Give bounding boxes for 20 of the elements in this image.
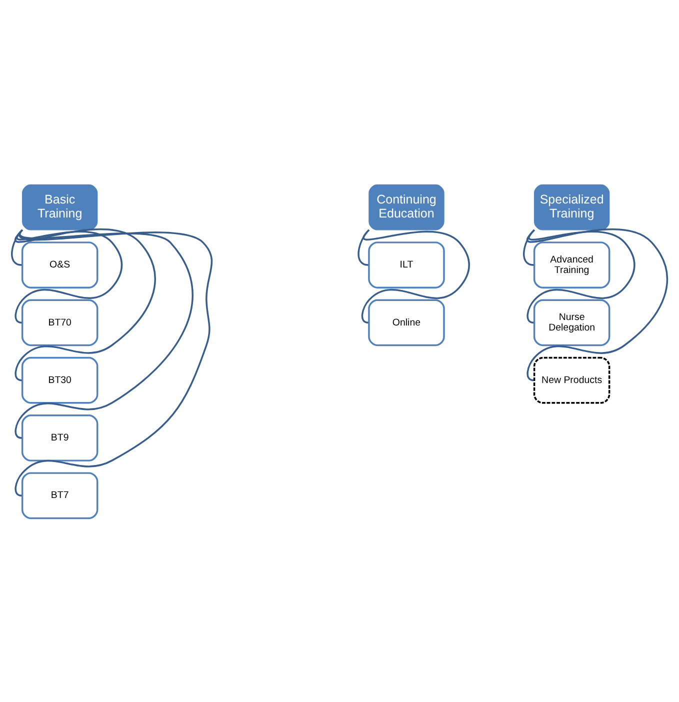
connector <box>361 228 470 324</box>
connector <box>14 228 123 324</box>
node-box: O&S <box>21 241 98 288</box>
node-box: Basic Training <box>22 184 98 230</box>
node-box: Advanced Training <box>533 241 610 288</box>
node-box: Nurse Delegation <box>533 298 610 346</box>
connector <box>526 228 668 381</box>
connector <box>14 228 156 381</box>
connector <box>526 228 636 324</box>
connector <box>14 229 194 438</box>
node-box: Specialized Training <box>534 184 610 230</box>
node-box: Continuing Education <box>368 184 444 230</box>
node-box: BT9 <box>21 414 98 461</box>
node-box: BT7 <box>21 472 98 519</box>
node-box: New Products <box>533 356 610 404</box>
node-box: BT30 <box>21 356 98 404</box>
node-box: Online <box>368 298 445 346</box>
node-box: BT70 <box>21 298 98 346</box>
connector <box>14 229 212 496</box>
node-box: ILT <box>368 241 445 288</box>
